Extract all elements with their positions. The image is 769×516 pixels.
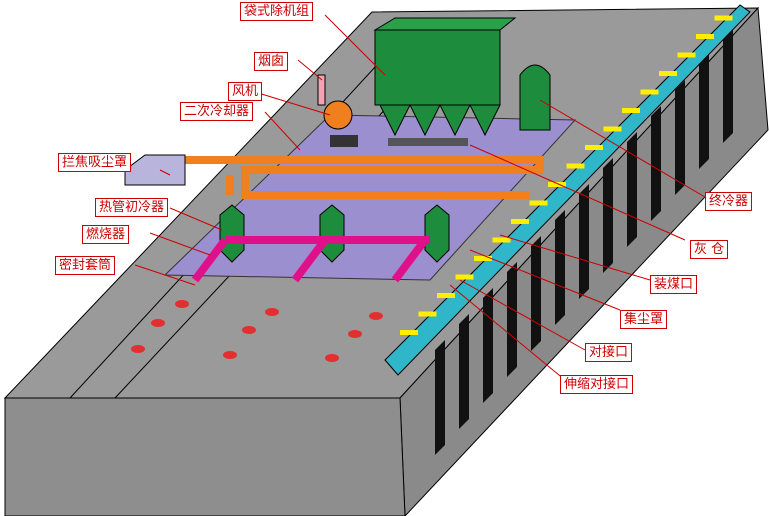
oven-window: [531, 236, 541, 351]
oven-window: [603, 158, 613, 273]
final-cooler: [519, 64, 551, 131]
charging-port: [566, 163, 585, 169]
baghouse-unit: [374, 29, 501, 106]
oven-window: [435, 340, 445, 455]
charging-port: [622, 108, 640, 113]
label-baghouse: 袋式除机组: [240, 2, 314, 21]
heat-pipe-coolers: [219, 204, 450, 263]
charging-port: [585, 145, 603, 150]
oven-window: [555, 210, 565, 325]
oven-windows: [435, 28, 733, 455]
oven-window: [699, 54, 709, 169]
charging-port: [400, 330, 418, 335]
label-seal-sleeve: 密封套筒: [55, 256, 116, 275]
label-telescopic-port: 伸缩对接口: [560, 375, 634, 394]
oven-window: [627, 132, 637, 247]
chimney: [317, 74, 326, 106]
charging-port: [659, 71, 677, 76]
oven-window: [675, 80, 685, 195]
label-fan: 风机: [228, 82, 263, 101]
charging-port: [640, 89, 659, 95]
hood: [124, 154, 186, 186]
label-heat-pipe-cooler: 热管初冷器: [95, 198, 169, 217]
charging-port: [474, 256, 492, 261]
oven-window: [579, 184, 589, 299]
pipes: [191, 236, 430, 283]
label-final-cooler: 终冷器: [705, 192, 753, 211]
charging-port: [529, 200, 548, 206]
slab-front: [4, 397, 406, 516]
red-ports: [131, 300, 383, 362]
charging-port: [492, 237, 511, 243]
oven-window: [459, 314, 469, 429]
label-secondary-cooler: 二次冷却器: [180, 102, 254, 121]
label-charging-port: 装煤口: [650, 275, 698, 294]
label-chimney: 烟囱: [254, 52, 289, 71]
label-docking-port: 对接口: [585, 343, 633, 362]
charging-port: [548, 182, 566, 187]
ash-bin: [388, 138, 468, 146]
fan: [323, 100, 353, 130]
charging-port: [677, 52, 696, 58]
oven-window: [723, 28, 733, 143]
label-dust-hood: 集尘罩: [620, 310, 668, 329]
charging-ports: [400, 15, 733, 335]
label-ash-bin: 灰 仓: [690, 240, 729, 259]
label-hood: 拦焦吸尘罩: [58, 153, 132, 172]
charging-port: [714, 15, 733, 21]
cyan-bar: [384, 4, 751, 376]
oven-window: [483, 288, 493, 403]
label-burner: 燃烧器: [82, 225, 130, 244]
charging-port: [696, 34, 714, 39]
charging-port: [418, 311, 437, 317]
oven-window: [651, 106, 661, 221]
charging-port: [455, 274, 474, 280]
charging-port: [603, 126, 622, 132]
duct: [185, 156, 544, 199]
leader-lines: [134, 14, 711, 381]
charging-port: [511, 219, 529, 224]
motor: [330, 135, 358, 147]
charging-port: [437, 293, 455, 298]
oven-window: [507, 262, 517, 377]
